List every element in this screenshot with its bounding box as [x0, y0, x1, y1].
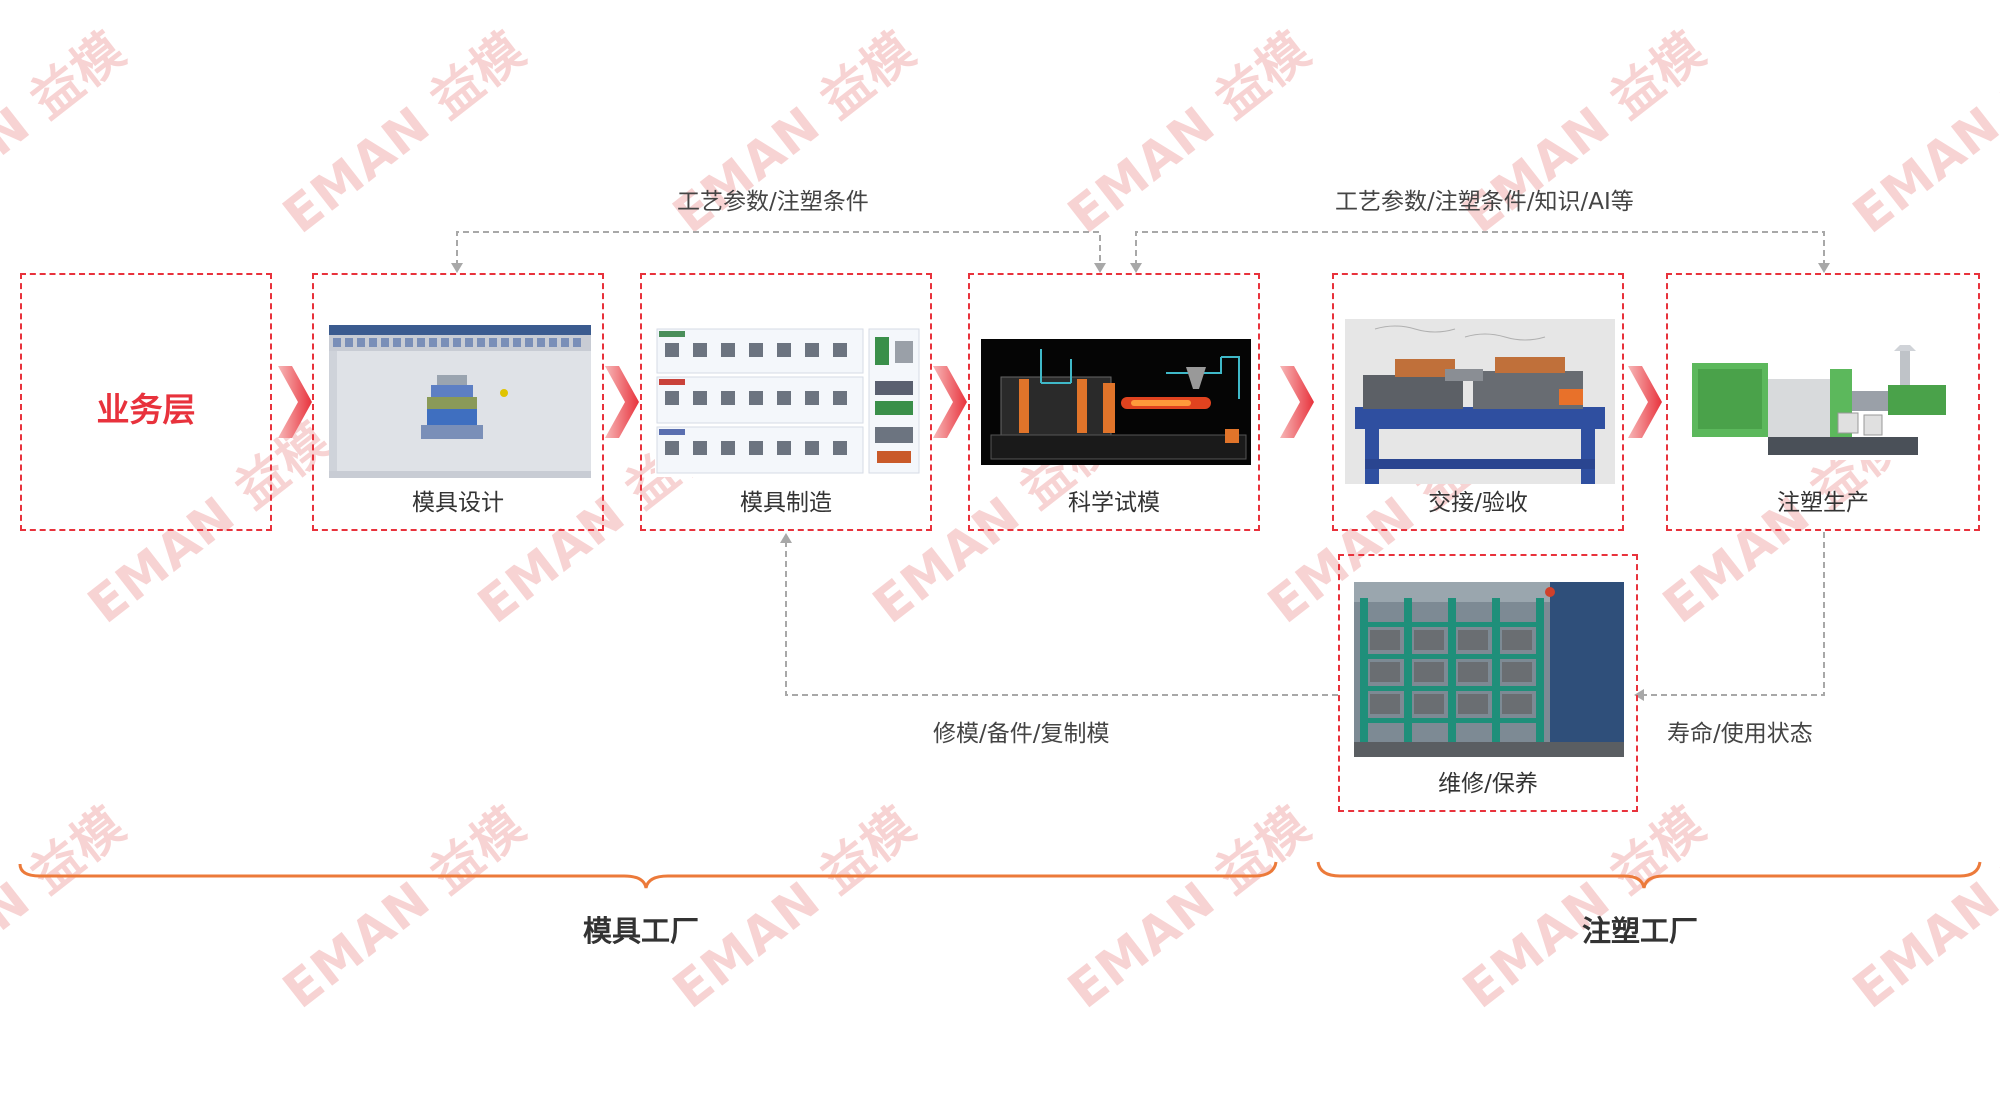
chevron-right-icon: [1280, 366, 1314, 438]
mold-design-box: 模具设计: [312, 273, 604, 531]
mold-factory-label: 模具工厂: [583, 914, 700, 948]
flow-label-bottom-right: 寿命/使用状态: [1667, 721, 1813, 747]
chevron-right-icon: [278, 366, 312, 438]
chevron-right-icon: [1628, 366, 1662, 438]
arrowhead: [1130, 263, 1142, 273]
mold-design-label: 模具设计: [412, 490, 504, 516]
injection-factory-brace: [1316, 861, 1982, 889]
flow-label-top-left: 工艺参数/注塑条件: [677, 189, 869, 215]
mold-storage-rack-photo: [1354, 582, 1624, 757]
handover-box: 交接/验收: [1332, 273, 1624, 531]
arrowhead: [1634, 689, 1644, 701]
flow-label-bottom-middle: 修模/备件/复制模: [933, 721, 1110, 747]
cad-software-screenshot: [329, 325, 591, 478]
trial-simulation-screenshot: [981, 339, 1251, 465]
business-layer-label: 业务层: [96, 390, 196, 429]
injection-production-box: 注塑生产: [1666, 273, 1980, 531]
chevron-right-icon: [933, 366, 967, 438]
flow-line-top-left: [456, 231, 1101, 266]
flow-line-top-right: [1135, 231, 1825, 266]
mold-manufacturing-box: 模具制造: [640, 273, 932, 531]
flow-line-bottom-right: [1641, 532, 1825, 696]
arrowhead: [451, 263, 463, 273]
flow-line-bottom-middle: [785, 540, 1338, 696]
mold-manufacturing-label: 模具制造: [740, 490, 832, 516]
injection-machine-photo: [1688, 345, 1958, 460]
flow-label-top-right: 工艺参数/注塑条件/知识/AI等: [1335, 189, 1634, 215]
arrowhead: [780, 533, 792, 543]
mold-handover-photo: [1345, 319, 1615, 484]
scientific-trial-label: 科学试模: [1068, 490, 1160, 516]
mold-factory-brace: [18, 861, 1278, 889]
scientific-trial-box: 科学试模: [968, 273, 1260, 531]
handover-label: 交接/验收: [1428, 490, 1528, 516]
injection-factory-label: 注塑工厂: [1582, 914, 1699, 948]
injection-production-label: 注塑生产: [1777, 490, 1869, 516]
maintenance-box: 维修/保养: [1338, 554, 1638, 812]
arrowhead: [1094, 263, 1106, 273]
manufacturing-process-chart: [655, 327, 921, 477]
chevron-right-icon: [605, 366, 639, 438]
arrowhead: [1818, 263, 1830, 273]
business-layer-box: 业务层: [20, 273, 272, 531]
maintenance-label: 维修/保养: [1438, 771, 1538, 797]
